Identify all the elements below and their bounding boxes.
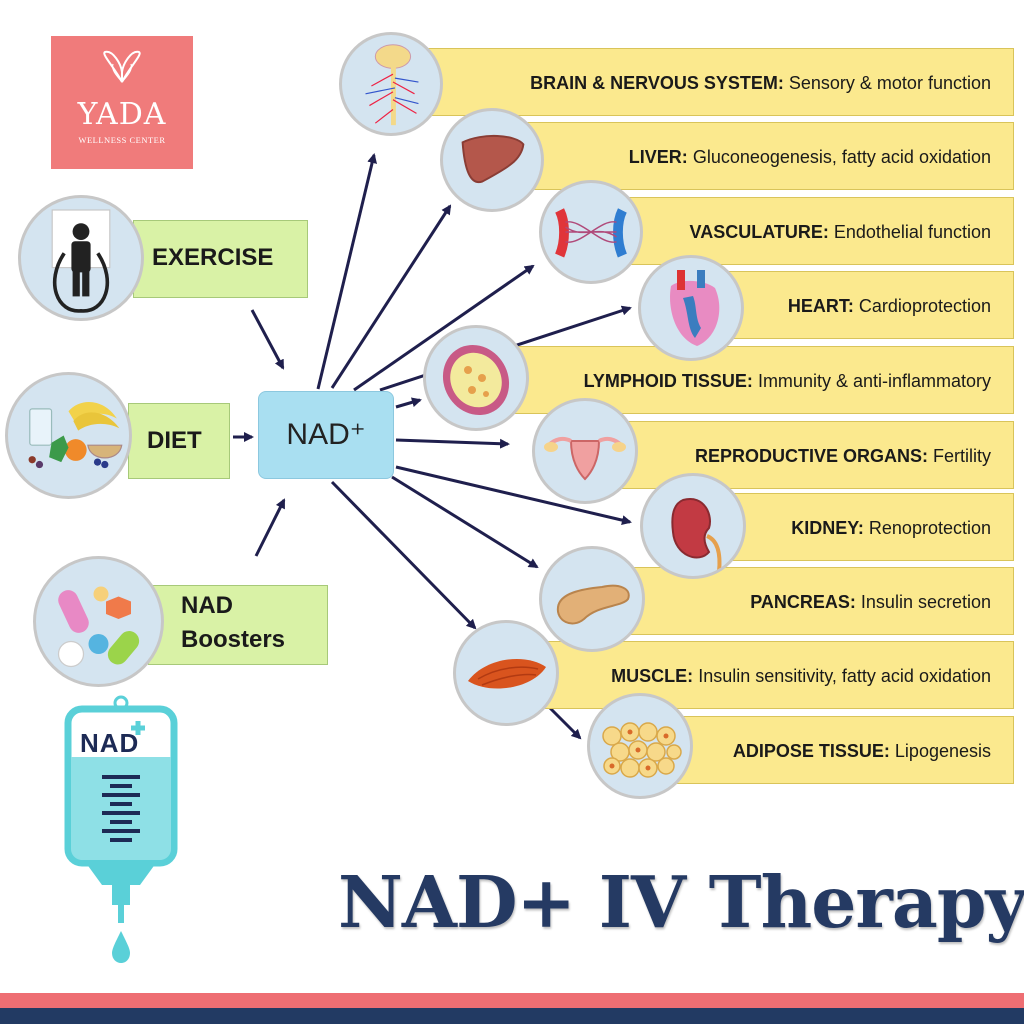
jump-rope-icon: [18, 195, 144, 321]
organ-row-pancreas: PANCREAS: Insulin secretion: [600, 567, 1014, 635]
food-icon: [5, 372, 132, 499]
organ-row-kidney: KIDNEY: Renoprotection: [700, 493, 1014, 561]
liver-icon: [440, 108, 544, 212]
organ-row-heart: HEART: Cardioprotection: [700, 271, 1014, 339]
muscle-icon: [453, 620, 559, 726]
arrow-nad-to-kidney: [395, 465, 632, 526]
kidney-icon: [640, 473, 746, 579]
source-boosters-label-1: NAD: [181, 592, 233, 619]
organ-row-adipose: ADIPOSE TISSUE: Lipogenesis: [640, 716, 1014, 784]
organ-name: KIDNEY:: [791, 518, 864, 538]
organ-row-brain: BRAIN & NERVOUS SYSTEM: Sensory & motor …: [392, 48, 1014, 116]
iv-bag-label: NAD: [80, 728, 140, 758]
organ-name: MUSCLE:: [611, 666, 694, 686]
organ-name: LYMPHOID TISSUE:: [583, 371, 753, 391]
arrow-nad-to-lymphoid: [395, 397, 422, 409]
arrow-nad-to-muscle: [330, 480, 477, 630]
arrow-nad-to-brain: [316, 153, 378, 390]
organ-name: VASCULATURE:: [689, 222, 829, 242]
logo-brand: YADA: [77, 97, 167, 132]
source-diet-box: DIET: [128, 403, 230, 479]
organ-name: BRAIN & NERVOUS SYSTEM:: [530, 73, 784, 93]
source-exercise-box: EXERCISE: [133, 220, 308, 298]
organ-row-liver: LIVER: Gluconeogenesis, fatty acid oxida…: [500, 122, 1014, 190]
organ-effect: Insulin secretion: [860, 592, 991, 612]
adipose-icon: [587, 693, 693, 799]
organ-effect: Endothelial function: [833, 222, 991, 242]
iv-bag-icon: [64, 695, 178, 963]
organ-effect: Fertility: [933, 446, 991, 466]
organ-effect: Cardioprotection: [858, 296, 991, 316]
heart-icon: [638, 255, 744, 361]
butterfly-icon: [103, 50, 141, 83]
pancreas-icon: [539, 546, 645, 652]
source-boosters-label-2: Boosters: [181, 626, 286, 653]
source-boosters-box: NAD Boosters: [148, 585, 328, 665]
vessels-icon: [539, 180, 643, 284]
organ-effect: Lipogenesis: [894, 741, 991, 761]
organ-row-reproductive: REPRODUCTIVE ORGANS: Fertility: [592, 421, 1014, 489]
source-exercise-label: EXERCISE: [152, 244, 274, 271]
arrow-boosters-to-nad: [254, 498, 286, 557]
arrow-nad-to-reproductive: [395, 438, 510, 449]
organ-name: REPRODUCTIVE ORGANS:: [694, 446, 928, 466]
arrow-muscle-to-adipose: [546, 704, 582, 740]
bottom-stripe-red: [0, 993, 1024, 1008]
yada-logo: YADA WELLNESS CENTER: [51, 36, 193, 169]
organ-name: PANCREAS:: [750, 592, 856, 612]
arrow-nad-to-pancreas: [391, 475, 539, 569]
uterus-icon: [532, 398, 638, 504]
organ-effect: Renoprotection: [868, 518, 991, 538]
organ-row-vasculature: VASCULATURE: Endothelial function: [600, 197, 1014, 265]
organ-name: ADIPOSE TISSUE:: [732, 741, 890, 761]
page-title: NAD+ IV Therapy: [338, 860, 1024, 944]
bottom-stripe-navy: [0, 1008, 1024, 1024]
organ-effect: Insulin sensitivity, fatty acid oxidatio…: [698, 666, 991, 686]
brain-icon: [339, 32, 443, 136]
arrow-exercise-to-nad: [250, 309, 285, 370]
pills-icon: [33, 556, 164, 687]
logo-subtitle: WELLNESS CENTER: [78, 135, 166, 145]
organ-effect: Gluconeogenesis, fatty acid oxidation: [692, 147, 991, 167]
organ-name: HEART:: [787, 296, 854, 316]
organ-effect: Sensory & motor function: [788, 73, 991, 93]
arrow-nad-to-vasculature: [353, 264, 535, 392]
lymph-node-icon: [423, 325, 529, 431]
organ-row-lymphoid: LYMPHOID TISSUE: Immunity & anti-inflamm…: [492, 346, 1014, 414]
source-diet-label: DIET: [147, 427, 202, 454]
organ-effect: Immunity & anti-inflammatory: [757, 371, 991, 391]
arrow-nad-to-liver: [330, 204, 452, 389]
organ-row-muscle: MUSCLE: Insulin sensitivity, fatty acid …: [510, 641, 1014, 709]
organ-name: LIVER:: [628, 147, 688, 167]
nad-center-box: NAD⁺: [258, 391, 394, 479]
